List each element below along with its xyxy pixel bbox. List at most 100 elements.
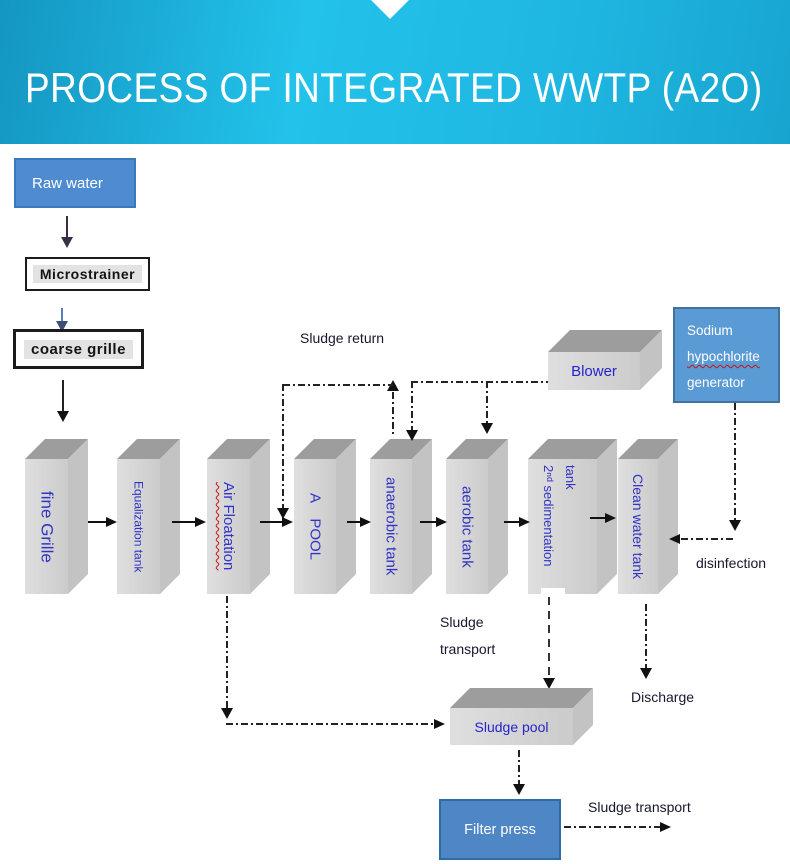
node-equalization-tank: Equalization tank	[117, 439, 180, 594]
sludge-pool-front-face: Sludge pool	[450, 708, 573, 745]
arrow-down-icon	[277, 508, 289, 519]
arrow-down-icon	[640, 668, 652, 679]
arrow-right-icon	[660, 822, 671, 832]
flow-arrow-2	[172, 521, 195, 523]
tank-top-face	[25, 439, 88, 459]
tank-front-face: Air Floatation	[207, 459, 250, 594]
connector-sludge-return-rise	[392, 392, 394, 437]
tank-top-face	[294, 439, 356, 459]
tank-front-face: aerobic tank	[446, 459, 488, 594]
arrow-right-icon	[195, 517, 206, 527]
tank-label: aerobic tank	[458, 485, 476, 568]
tank-side-face	[250, 439, 270, 594]
blower-front-face: Blower	[548, 352, 640, 390]
blower-label: Blower	[571, 362, 617, 380]
flow-arrow-7	[590, 517, 605, 519]
connector-filter-out	[564, 826, 660, 828]
arrow-right-icon	[519, 517, 530, 527]
flow-arrow-4	[347, 521, 360, 523]
tank-side-face	[412, 439, 432, 594]
coarse-grille-label: coarse grille	[24, 339, 133, 359]
blower-top-face	[548, 330, 662, 352]
node-anaerobic-tank: anaerobic tank	[370, 439, 432, 594]
node-filter-press: Filter press	[439, 799, 561, 860]
tank-side-face	[160, 439, 180, 594]
arrow-right-icon	[360, 517, 371, 527]
raw-water-label: Raw water	[32, 174, 103, 192]
sludge-transport-bottom-label: Sludge transport	[588, 799, 691, 815]
arrow-down-icon	[57, 411, 69, 422]
connector-air-to-aerobic	[486, 381, 488, 425]
connector-pool-to-filter	[518, 750, 520, 786]
connector-hypochlorite-drop	[734, 403, 736, 522]
tank-top-face	[446, 439, 508, 459]
arrow-microstrainer-to-coarse	[61, 308, 63, 325]
tank-front-face: fine Grille	[25, 459, 68, 594]
connector-floatation-sludge-horizontal	[226, 723, 434, 725]
filter-press-label: Filter press	[464, 821, 536, 838]
arrow-down-icon	[513, 784, 525, 795]
tank-top-face	[528, 439, 617, 459]
connector-discharge	[645, 604, 647, 670]
node-air-floatation: Air Floatation	[207, 439, 270, 594]
sodium-line3: generator	[687, 375, 745, 390]
tank-side-face	[488, 439, 508, 594]
arrow-down-icon	[221, 708, 233, 719]
down-triangle-icon	[371, 0, 409, 19]
arrow-down-icon	[543, 678, 555, 689]
tank-top-face	[370, 439, 432, 459]
arrow-right-icon	[434, 719, 445, 729]
flow-arrow-6	[504, 521, 519, 523]
tank-top-face	[207, 439, 270, 459]
node-sludge-pool: Sludge pool	[450, 688, 593, 745]
page-title: PROCESS OF INTEGRATED WWTP (A2O)	[25, 64, 763, 111]
node-coarse-grille: coarse grille	[13, 329, 144, 369]
arrow-right-icon	[605, 513, 616, 523]
tank-side-face	[336, 439, 356, 594]
node-clean-water-tank: Clean water tank	[618, 439, 678, 594]
tank-side-face	[68, 439, 88, 594]
discharge-label: Discharge	[631, 689, 695, 705]
sludge-pool-label: Sludge pool	[474, 718, 549, 735]
tank-label-line1: 2ⁿᵈ sedimentation	[541, 465, 556, 567]
arrow-up-icon	[387, 380, 399, 391]
connector-sludge-return-horizontal	[283, 384, 393, 386]
sludge-pool-top-face	[450, 688, 593, 708]
tank-front-face: Clean water tank	[618, 459, 658, 594]
flow-arrow-1	[88, 521, 106, 523]
tank-label: Clean water tank	[630, 473, 646, 580]
node-microstrainer: Microstrainer	[25, 257, 150, 291]
tank-label: Equalization tank	[131, 480, 146, 573]
node-sodium-hypochlorite-generator: Sodium hypochlorite generator	[673, 307, 780, 403]
connector-floatation-sludge-drop	[226, 596, 228, 710]
header-banner: PROCESS OF INTEGRATED WWTP (A2O)	[0, 0, 790, 144]
tank-front-face: Equalization tank	[117, 459, 160, 594]
tank-label: fine Grille	[37, 490, 57, 563]
sludge-transport-label-line2: transport	[440, 641, 496, 657]
arrow-right-icon	[106, 517, 117, 527]
connector-sludge-return-drop	[282, 384, 284, 512]
arrow-down-icon	[729, 520, 741, 531]
node-aerobic-tank: aerobic tank	[446, 439, 508, 594]
arrow-down-icon	[481, 423, 493, 434]
connector-sludge-to-pool	[548, 597, 550, 680]
arrow-coarse-to-fine-grille	[62, 380, 64, 414]
arrow-right-icon	[436, 517, 447, 527]
tank-label-line2: tank	[563, 465, 578, 490]
arrow-down-icon	[61, 237, 73, 248]
sodium-line1: Sodium	[687, 323, 733, 338]
disinfection-label: disinfection	[696, 555, 767, 571]
connector-blower-air	[411, 381, 548, 383]
arrow-down-icon	[406, 430, 418, 441]
arrow-left-icon	[669, 534, 680, 544]
node-raw-water: Raw water	[14, 158, 136, 208]
microstrainer-label: Microstrainer	[32, 265, 143, 283]
tank-label: A POOL	[306, 492, 324, 561]
arrow-down-icon	[56, 321, 68, 332]
tank-side-face	[658, 439, 678, 594]
node-fine-grille: fine Grille	[25, 439, 88, 594]
connector-hypochlorite-to-cleanwater	[681, 538, 735, 540]
tank-label: anaerobic tank	[382, 477, 400, 576]
node-blower: Blower	[548, 330, 662, 390]
